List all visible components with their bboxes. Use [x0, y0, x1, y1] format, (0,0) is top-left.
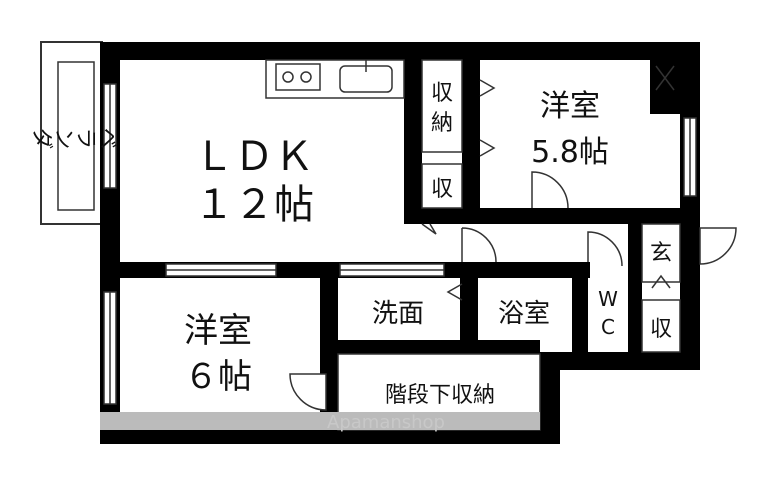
wc-label-w: W	[598, 287, 618, 311]
entrance-step	[651, 274, 671, 289]
closets	[421, 59, 681, 353]
storage-top-char2: 納	[431, 111, 453, 136]
wc-label-c: C	[601, 315, 615, 339]
stair-storage-label: 階段下収納	[385, 383, 495, 408]
storage-small-label: 収	[431, 177, 453, 202]
bath-label: 浴室	[498, 299, 550, 329]
watermark: Apamanshop	[327, 412, 445, 433]
ldk-size: １２帖	[194, 182, 314, 228]
veranda-label: ベランダ	[32, 124, 120, 149]
wash-label: 洗面	[372, 299, 424, 329]
western2-label: 洋室	[184, 311, 252, 351]
kitchen-counter	[265, 59, 405, 99]
windows	[103, 83, 697, 405]
bottom-gray-strip	[100, 412, 540, 430]
entrance-label: 玄	[650, 241, 672, 266]
western2-size: ６帖	[184, 357, 252, 397]
western1-size: 5.8帖	[531, 135, 609, 170]
ldk-label: ＬＤＫ	[194, 134, 314, 180]
western1-label: 洋室	[540, 89, 600, 124]
veranda-inner	[57, 61, 95, 211]
storage-right-label: 収	[650, 317, 672, 342]
doors	[289, 65, 737, 411]
storage-top-char1: 収	[431, 81, 453, 106]
